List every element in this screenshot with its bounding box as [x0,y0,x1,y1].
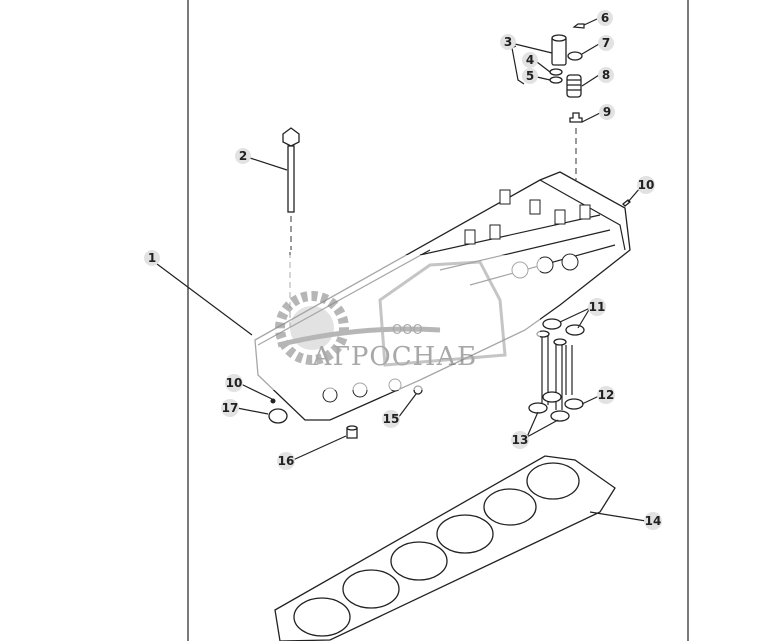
callouts: 1 2 3 4 5 6 7 8 9 10 11 12 13 14 15 16 1… [144,10,662,530]
valves [528,318,585,422]
watermark-name: АГРОСНАБ [312,342,477,372]
callout-8: 8 [598,67,614,83]
svg-text:2: 2 [239,149,247,163]
svg-text:9: 9 [603,105,611,119]
callout-11: 11 [588,298,606,316]
callout-5: 5 [522,68,538,84]
svg-text:1: 1 [148,251,156,265]
svg-text:8: 8 [602,68,610,82]
svg-text:16: 16 [278,454,295,468]
callout-4: 4 [522,52,538,68]
callout-10a: 10 [637,176,655,194]
callout-9: 9 [599,104,615,120]
head-gasket [274,455,616,641]
callout-10b: 10 [225,374,243,392]
callout-15: 15 [382,410,400,428]
svg-text:4: 4 [526,53,534,67]
callout-3: 3 [500,34,516,50]
svg-text:5: 5 [526,69,534,83]
svg-text:11: 11 [589,300,606,314]
callout-13: 13 [511,431,529,449]
svg-text:7: 7 [602,36,610,50]
svg-text:10: 10 [226,376,243,390]
head-bolt [282,127,300,250]
svg-text:3: 3 [504,35,512,49]
svg-text:17: 17 [222,401,239,415]
callout-1: 1 [144,250,160,266]
valve-train-parts [511,23,631,207]
leader-lines [156,18,647,522]
svg-text:10: 10 [638,178,655,192]
callout-17: 17 [221,399,239,417]
svg-text:14: 14 [645,514,662,528]
svg-text:12: 12 [598,388,615,402]
callout-12: 12 [597,386,615,404]
watermark-prefix: ООО [392,323,423,338]
callout-6: 6 [597,10,613,26]
callout-2: 2 [235,148,251,164]
svg-text:13: 13 [512,433,529,447]
svg-text:6: 6 [601,11,609,25]
callout-16: 16 [277,452,295,470]
callout-7: 7 [598,35,614,51]
svg-text:15: 15 [383,412,400,426]
watermark-logo: ООО АГРОСНАБ [245,255,540,390]
callout-14: 14 [644,512,662,530]
